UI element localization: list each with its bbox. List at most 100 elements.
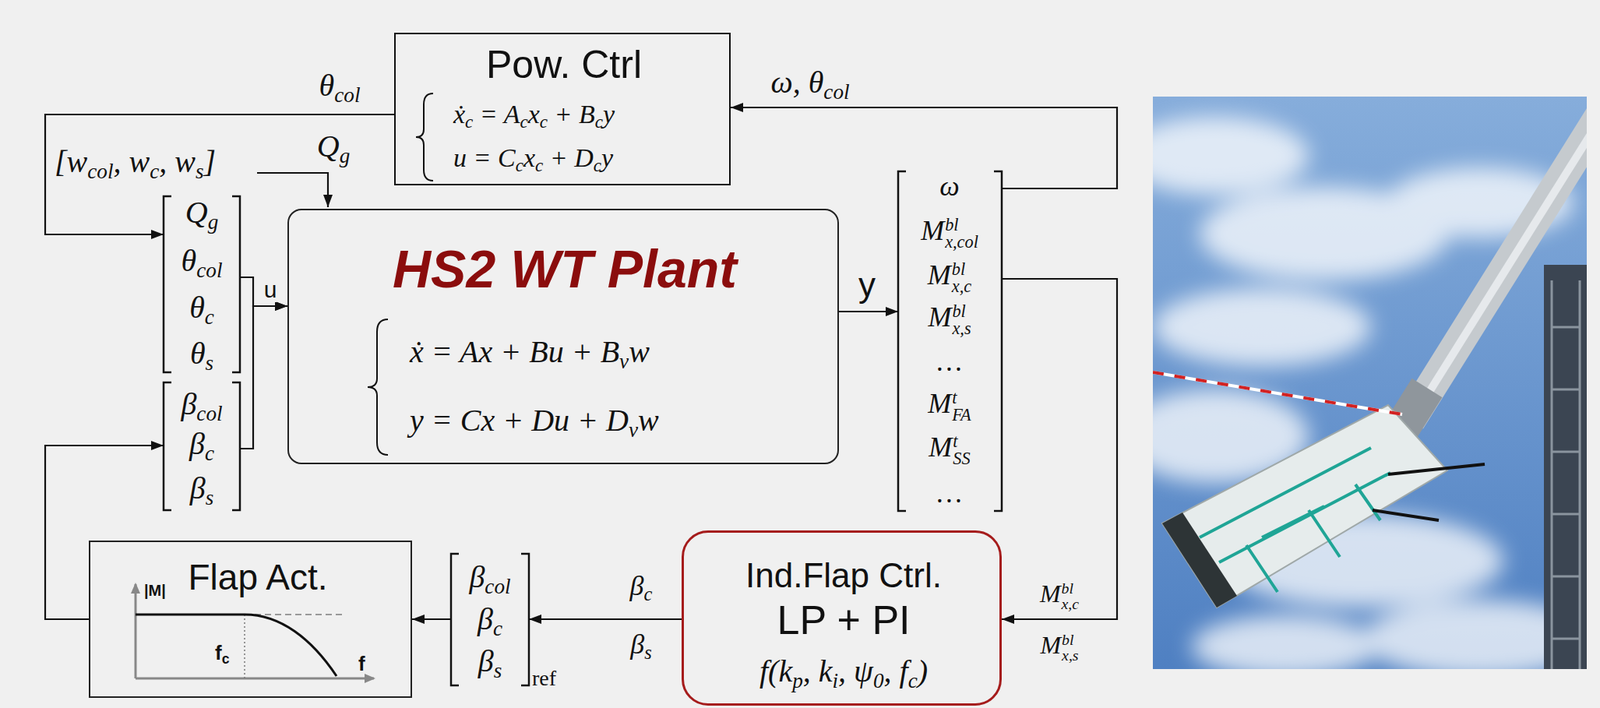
subscript: v bbox=[619, 348, 629, 373]
signal-label: y bbox=[858, 265, 876, 304]
signal-label: Mblx,c Mblx,s bbox=[1039, 579, 1079, 660]
reference-vector: βcolβcβsref bbox=[451, 553, 529, 686]
subscript: c bbox=[644, 583, 653, 605]
signal-name-box: [wcol, wc, ws] bbox=[54, 143, 216, 184]
superscript: bl bbox=[944, 216, 979, 234]
bracket bbox=[451, 553, 529, 686]
node-text: βc bbox=[477, 600, 503, 642]
brace bbox=[367, 319, 388, 455]
axis bbox=[134, 584, 138, 679]
superscript: bl bbox=[1061, 581, 1080, 597]
signal-arrow bbox=[239, 277, 288, 307]
sup-sub: blx,s bbox=[1061, 632, 1079, 664]
node-text: |M| bbox=[144, 581, 166, 600]
signal-label-box: y bbox=[858, 264, 876, 307]
node-text: θcol bbox=[181, 242, 223, 283]
pole-highlight bbox=[1416, 104, 1587, 413]
node-text: Ind.Flap Ctrl. bbox=[745, 555, 942, 597]
signal-name: Qg bbox=[317, 128, 350, 164]
signal-label: ω, θcol bbox=[770, 64, 850, 100]
subscript: c bbox=[222, 651, 230, 667]
response-curve bbox=[135, 614, 337, 677]
node-text: βcol bbox=[180, 385, 223, 427]
subscript: x,s bbox=[951, 320, 971, 338]
subscript: c bbox=[149, 158, 159, 183]
signal-arrow bbox=[239, 306, 288, 449]
bracket bbox=[163, 382, 240, 511]
input-vector: Qg θcol θcθs bbox=[163, 196, 240, 373]
dotted-line bbox=[243, 614, 246, 679]
node-text: θc bbox=[189, 288, 215, 330]
drawing-part bbox=[1551, 451, 1580, 454]
input-arrow bbox=[257, 172, 328, 208]
signal-arrow bbox=[730, 107, 1118, 189]
node-text: LP + PI bbox=[776, 595, 910, 645]
drawing-part bbox=[1578, 280, 1582, 670]
signal-label-box: ω, θcol bbox=[770, 63, 850, 105]
node-text: y = Cx + Du + Dvw bbox=[409, 401, 660, 443]
flap-controller-box: Ind.Flap Ctrl.LP + PIf(kp, ki, ψ0, fc) bbox=[681, 530, 1002, 706]
node-text: … bbox=[937, 476, 963, 511]
drawing-part bbox=[1551, 513, 1580, 516]
signal-label-box: u bbox=[264, 275, 278, 304]
rope bbox=[1152, 372, 1403, 415]
controller-box: Pow. Ctrlẋc = Acxc + Bcyu = Ccxc + Dcy bbox=[394, 32, 731, 186]
node-text: θs bbox=[190, 334, 214, 376]
subscript: x,c bbox=[951, 278, 972, 296]
node-text: f bbox=[358, 651, 366, 677]
signal-arrow bbox=[838, 310, 899, 313]
signal-label-box: Mblx,c Mblx,s bbox=[1026, 567, 1093, 671]
signal-arrow bbox=[45, 114, 395, 235]
bracket bbox=[898, 171, 1002, 512]
drawing-part bbox=[1551, 388, 1580, 392]
subscript: x,c bbox=[1061, 596, 1080, 613]
drawing-part bbox=[1550, 280, 1554, 670]
subscript: c bbox=[593, 155, 602, 176]
drawing-part bbox=[1551, 637, 1580, 641]
node-text: MtSS bbox=[928, 430, 970, 468]
signal-name-box: Qg bbox=[317, 127, 350, 169]
subscript: c bbox=[908, 668, 918, 692]
subscript: s bbox=[205, 350, 215, 374]
signal-arrow bbox=[528, 618, 682, 621]
node-text: Mblx,col bbox=[920, 214, 979, 251]
subscript: col bbox=[823, 79, 850, 103]
signal-label: βc βs bbox=[630, 570, 653, 660]
subscript: SS bbox=[952, 450, 970, 468]
signal-label: u bbox=[264, 276, 278, 303]
subscript: x,col bbox=[944, 233, 979, 251]
subscript: s bbox=[644, 641, 652, 663]
brace bbox=[415, 93, 434, 181]
subscript: col bbox=[196, 257, 223, 282]
superscript: bl bbox=[951, 303, 971, 321]
node-text: Mblx,s bbox=[927, 300, 971, 338]
drawing-part bbox=[1152, 288, 1371, 367]
node-text: Pow. Ctrl bbox=[486, 41, 642, 89]
subscript: FA bbox=[951, 406, 971, 424]
rope bbox=[1152, 372, 1403, 415]
node-text: ẋ = Ax + Bu + Bvw bbox=[409, 333, 650, 374]
flap-input-vector: βcolβcβs bbox=[163, 382, 240, 511]
node-text: fc bbox=[214, 641, 230, 668]
bode-sketch bbox=[135, 584, 374, 679]
sensor-cable bbox=[1372, 510, 1439, 521]
signal-arrow bbox=[412, 618, 452, 621]
ladder bbox=[1551, 280, 1580, 670]
subscript: col bbox=[196, 401, 223, 425]
subscript: v bbox=[628, 417, 638, 441]
subscript: c bbox=[465, 111, 473, 132]
sup-sub: tSS bbox=[952, 433, 970, 469]
node-text: βs bbox=[190, 469, 215, 511]
signal-label-box: θcol bbox=[319, 66, 361, 108]
subscript: c bbox=[204, 304, 215, 328]
subscript: c bbox=[535, 155, 543, 176]
subscript: col bbox=[334, 82, 360, 106]
drawing-part bbox=[1551, 575, 1580, 578]
superscript: bl bbox=[1061, 632, 1079, 649]
photo bbox=[1152, 96, 1587, 670]
sup-sub: blx,s bbox=[951, 303, 971, 339]
subscript: c bbox=[539, 111, 548, 132]
subscript: c bbox=[204, 440, 215, 465]
superscript: t bbox=[952, 433, 970, 451]
node-text: Qg bbox=[185, 193, 219, 235]
